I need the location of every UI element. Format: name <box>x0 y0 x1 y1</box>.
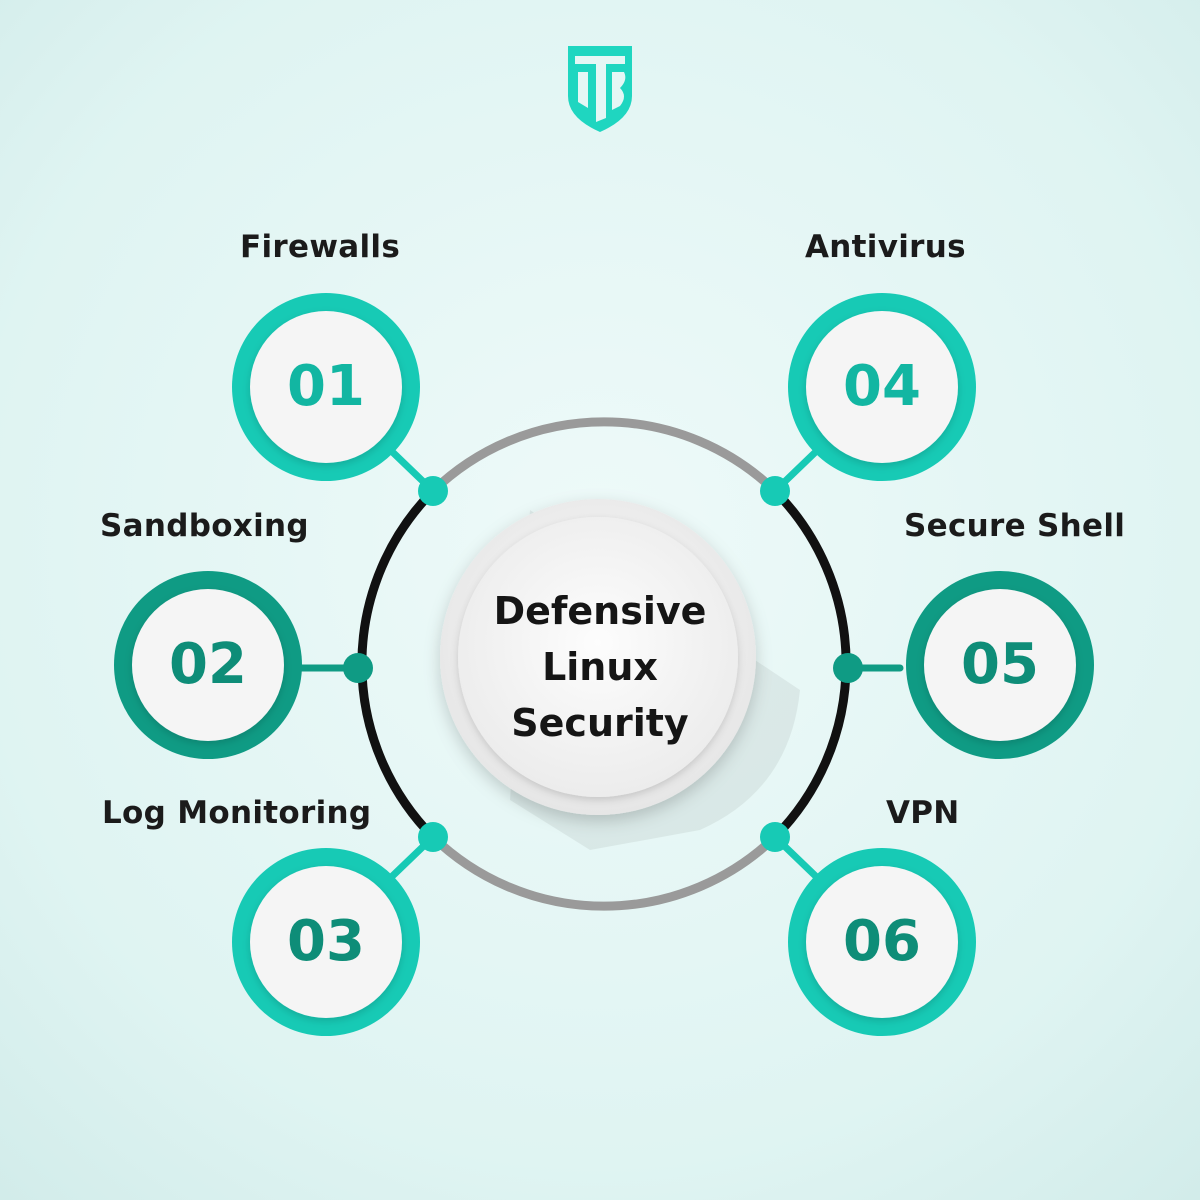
label-log-monitoring: Log Monitoring <box>102 795 372 831</box>
label-secure-shell: Secure Shell <box>904 508 1126 544</box>
label-firewalls: Firewalls <box>240 229 401 265</box>
number-06: 06 <box>843 909 921 974</box>
number-05: 05 <box>961 632 1039 697</box>
item-ring-05 <box>906 571 1094 759</box>
label-vpn: VPN <box>886 795 960 831</box>
label-sandboxing: Sandboxing <box>100 508 309 544</box>
item-ring-01 <box>232 293 420 481</box>
number-04: 04 <box>843 354 921 419</box>
item-ring-02 <box>114 571 302 759</box>
center-circle <box>440 499 800 850</box>
item-ring-04 <box>788 293 976 481</box>
center-title: Defensive Linux Security <box>455 583 745 751</box>
item-ring-03 <box>232 848 420 1036</box>
center-title-line-2: Linux <box>542 645 658 689</box>
item-ring-06 <box>788 848 976 1036</box>
number-02: 02 <box>169 632 247 697</box>
center-title-line-1: Defensive <box>493 589 707 633</box>
label-antivirus: Antivirus <box>805 229 966 265</box>
logo-shield-icon <box>568 46 632 132</box>
number-03: 03 <box>287 909 365 974</box>
number-01: 01 <box>287 354 365 419</box>
center-title-line-3: Security <box>511 701 689 745</box>
connector-dots <box>343 476 863 852</box>
